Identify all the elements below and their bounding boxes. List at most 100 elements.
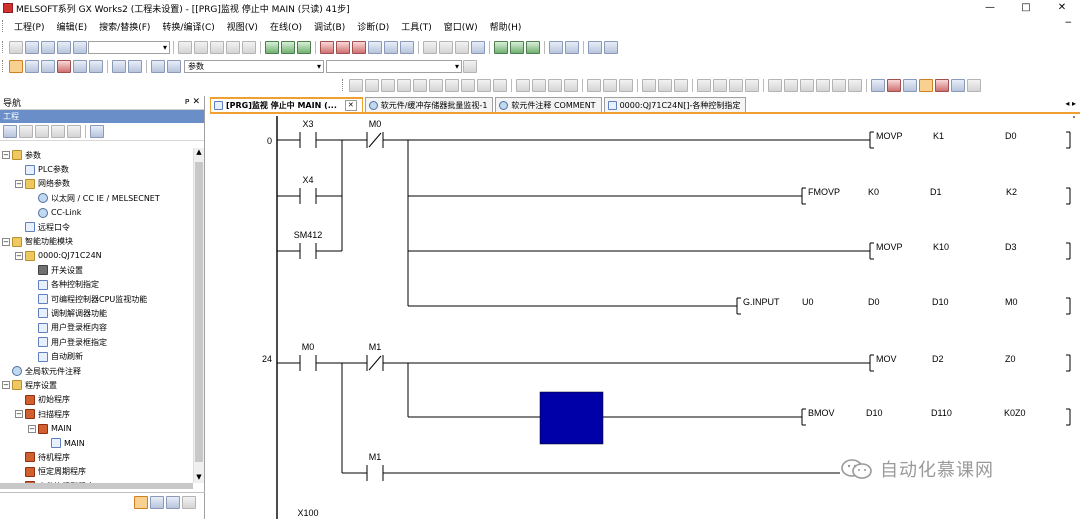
delete-horizontal-icon[interactable] xyxy=(477,78,491,92)
tree-item[interactable]: 开关设置 xyxy=(0,263,193,277)
collapse-icon[interactable]: − xyxy=(15,251,23,260)
menu-compile[interactable]: 转换/编译(C) xyxy=(162,22,215,33)
fn-fall-icon[interactable] xyxy=(713,78,727,92)
nav-filter-icon[interactable] xyxy=(90,125,104,138)
device-combo[interactable]: 参数 xyxy=(184,59,324,73)
maximize-button[interactable]: □ xyxy=(1021,2,1031,13)
menu-window[interactable]: 窗口(W) xyxy=(443,22,478,33)
tab-close-icon[interactable]: ✕ xyxy=(344,100,357,111)
monitor-stop-icon[interactable] xyxy=(297,40,311,54)
navigation-window-icon[interactable] xyxy=(41,59,55,73)
smart-tag-icon[interactable] xyxy=(151,59,165,73)
tree-item[interactable]: 待机程序 xyxy=(0,450,193,464)
cross-ref-icon[interactable] xyxy=(455,40,469,54)
bracket-icon[interactable] xyxy=(800,78,814,92)
parallel-close-contact-icon[interactable] xyxy=(397,78,411,92)
nav-paste-icon[interactable] xyxy=(67,125,81,138)
inline-comment-icon[interactable] xyxy=(816,78,830,92)
help-icon[interactable] xyxy=(73,40,87,54)
vertical-line-icon[interactable] xyxy=(461,78,475,92)
close-contact-icon[interactable] xyxy=(381,78,395,92)
read-plc-icon[interactable] xyxy=(336,40,350,54)
tree-item[interactable]: 恒定周期程序 xyxy=(0,465,193,479)
tree-item[interactable]: 调制解调器功能 xyxy=(0,306,193,320)
note-icon[interactable] xyxy=(848,78,862,92)
tree-item[interactable]: PLC参数 xyxy=(0,162,193,176)
convert-all-icon[interactable] xyxy=(400,40,414,54)
tab-main-monitor[interactable]: [PRG]监视 停止中 MAIN (... ✕ xyxy=(210,97,363,112)
scroll-down-icon[interactable]: ▼ xyxy=(196,473,202,481)
tree-item[interactable]: −程序设置 xyxy=(0,378,193,392)
erase-line-icon[interactable] xyxy=(784,78,798,92)
open-icon[interactable] xyxy=(25,40,39,54)
simulation-stop-icon[interactable] xyxy=(565,40,579,54)
tree-vertical-scrollbar[interactable]: ▲ ▼ xyxy=(193,148,204,483)
falling-pulse-icon[interactable] xyxy=(532,78,546,92)
menu-debug[interactable]: 调试(B) xyxy=(314,22,346,33)
redo-icon[interactable] xyxy=(242,40,256,54)
tree-item[interactable]: 各种控制指定 xyxy=(0,278,193,292)
tree-item[interactable]: 事件执行型程序 xyxy=(0,479,193,483)
verify-plc-icon[interactable] xyxy=(352,40,366,54)
tree-item[interactable]: −智能功能模块 xyxy=(0,234,193,248)
tree-item[interactable]: 自动刷新 xyxy=(0,349,193,363)
monitor-mode-icon[interactable] xyxy=(265,40,279,54)
collapse-icon[interactable]: − xyxy=(2,381,10,390)
device-use-list-icon[interactable] xyxy=(112,59,126,73)
menu-diagnostics[interactable]: 诊断(D) xyxy=(357,22,390,33)
contact[interactable] xyxy=(298,242,318,260)
tree-item[interactable]: 用户登录框内容 xyxy=(0,321,193,335)
intelligent-func-icon[interactable] xyxy=(167,59,181,73)
more-tabs-icon[interactable] xyxy=(182,496,196,509)
tree-horizontal-scrollbar[interactable] xyxy=(0,483,193,489)
tree-item[interactable]: −0000:QJ71C24N xyxy=(0,249,193,263)
comment-display-icon[interactable] xyxy=(871,78,885,92)
tree-item[interactable]: 全局软元件注释 xyxy=(0,364,193,378)
fn-line-icon[interactable] xyxy=(729,78,743,92)
coil-icon[interactable] xyxy=(413,78,427,92)
watch-icon[interactable] xyxy=(128,59,142,73)
operation-result-rise-icon[interactable] xyxy=(642,78,656,92)
collapse-icon[interactable]: − xyxy=(2,237,10,246)
toolbar-combo-1[interactable] xyxy=(88,40,170,54)
menu-edit[interactable]: 编辑(E) xyxy=(56,22,88,33)
copy-icon[interactable] xyxy=(194,40,208,54)
device-input-icon[interactable] xyxy=(463,59,477,73)
tree-item[interactable]: −网络参数 xyxy=(0,177,193,191)
write-mode-icon[interactable] xyxy=(887,78,901,92)
falling-pulse-close-icon[interactable] xyxy=(603,78,617,92)
search-icon[interactable] xyxy=(967,78,981,92)
horizontal-line-icon[interactable] xyxy=(445,78,459,92)
cross-reference-icon[interactable] xyxy=(89,59,103,73)
zoom-icon[interactable] xyxy=(951,78,965,92)
monitor-write-icon[interactable] xyxy=(935,78,949,92)
tree-item[interactable]: 可编程控制器CPU监视功能 xyxy=(0,292,193,306)
project-tab-icon[interactable] xyxy=(134,496,148,509)
menu-find-replace[interactable]: 搜索/替换(F) xyxy=(99,22,151,33)
mdi-minimize-icon[interactable]: − xyxy=(1064,18,1072,28)
collapse-icon[interactable]: − xyxy=(28,424,36,433)
menu-tools[interactable]: 工具(T) xyxy=(401,22,432,33)
project-view-icon[interactable] xyxy=(9,59,23,73)
tab-device-batch-monitor[interactable]: 软元件/缓冲存储器批量监视-1 xyxy=(364,97,494,112)
minimize-button[interactable]: — xyxy=(985,2,995,13)
contact[interactable] xyxy=(365,354,385,372)
paste-icon[interactable] xyxy=(210,40,224,54)
parallel-rising-pulse-icon[interactable] xyxy=(548,78,562,92)
find-icon[interactable] xyxy=(423,40,437,54)
tab-scroll-arrows[interactable]: ◂ ▸ xyxy=(1065,99,1076,108)
nav-new-icon[interactable] xyxy=(3,125,17,138)
contact[interactable] xyxy=(365,131,385,149)
parallel-open-contact-icon[interactable] xyxy=(365,78,379,92)
ladder-comment-icon[interactable] xyxy=(604,40,618,54)
tree-item[interactable]: −参数 xyxy=(0,148,193,162)
new-icon[interactable] xyxy=(9,40,23,54)
simulation-start-icon[interactable] xyxy=(549,40,563,54)
draw-line-icon[interactable] xyxy=(768,78,782,92)
read-mode-icon[interactable] xyxy=(903,78,917,92)
fn-rise-icon[interactable] xyxy=(697,78,711,92)
device-list-icon[interactable] xyxy=(471,40,485,54)
collapse-icon[interactable]: − xyxy=(2,151,10,160)
parallel-rising-close-icon[interactable] xyxy=(619,78,633,92)
